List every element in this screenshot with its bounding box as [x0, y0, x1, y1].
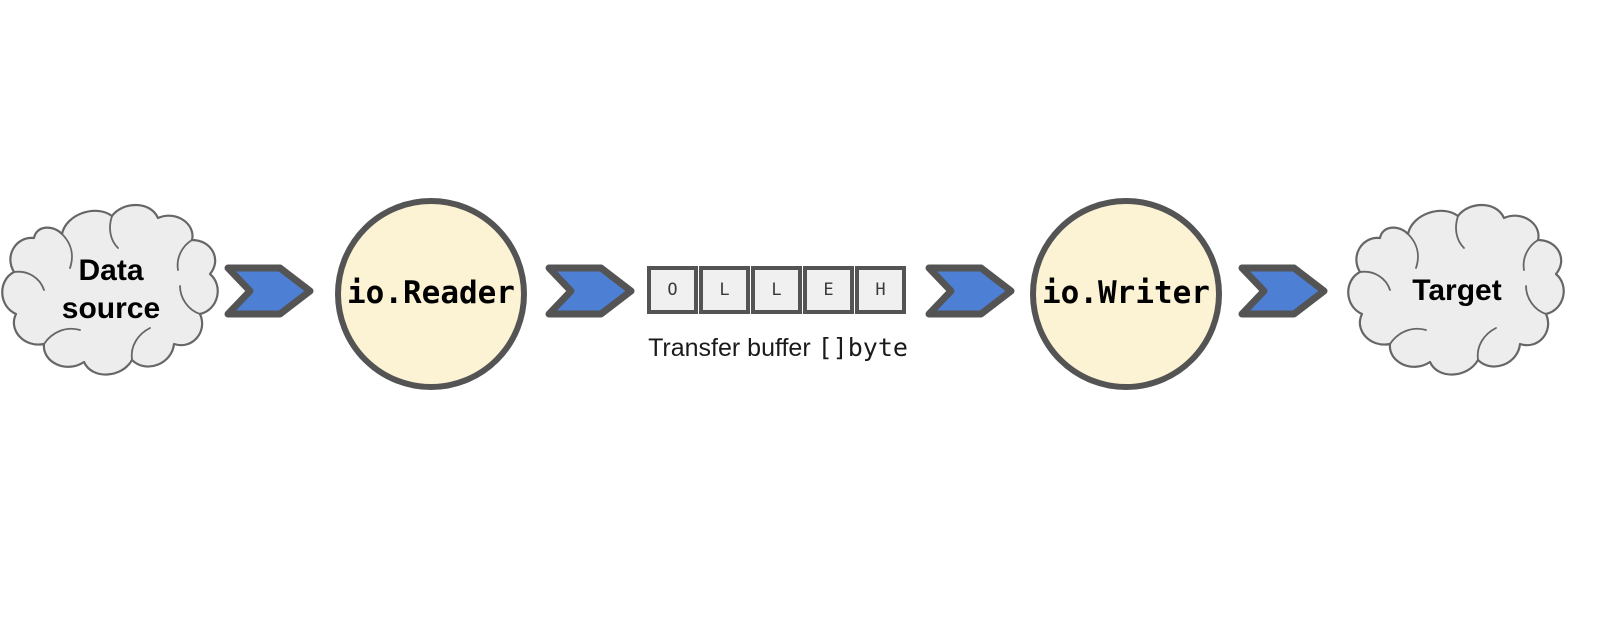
arrow-source-to-reader[interactable]	[224, 264, 314, 318]
node-io-reader[interactable]: io.Reader	[333, 196, 529, 392]
buffer-cell[interactable]: E	[803, 266, 854, 314]
buffer-cell-value: H	[875, 280, 886, 300]
node-io-writer[interactable]: io.Writer	[1028, 196, 1224, 392]
transfer-buffer-group: O L L E H Transfer buffer []byte	[647, 266, 909, 363]
cloud-icon	[1347, 204, 1565, 376]
buffer-caption-type: []byte	[817, 333, 908, 362]
cloud-icon	[1, 204, 219, 376]
buffer-cell[interactable]: L	[751, 266, 802, 314]
buffer-cell[interactable]: L	[699, 266, 750, 314]
chevron-arrow-icon	[224, 264, 314, 318]
buffer-cell-value: O	[667, 280, 678, 300]
circle-icon	[335, 198, 527, 390]
buffer-cell-value: L	[771, 280, 782, 300]
buffer-cell-value: E	[823, 280, 834, 300]
buffer-caption: Transfer buffer []byte	[647, 333, 909, 363]
chevron-arrow-icon	[545, 264, 635, 318]
arrow-writer-to-target[interactable]	[1238, 264, 1328, 318]
node-data-source[interactable]: Data source	[0, 198, 222, 384]
chevron-arrow-icon	[1238, 264, 1328, 318]
chevron-arrow-icon	[925, 264, 1015, 318]
buffer-cell[interactable]: H	[855, 266, 906, 314]
arrow-reader-to-buffer[interactable]	[545, 264, 635, 318]
node-target[interactable]: Target	[1346, 198, 1568, 384]
buffer-cell[interactable]: O	[647, 266, 698, 314]
buffer-cell-value: L	[719, 280, 730, 300]
buffer-caption-text: Transfer buffer	[648, 334, 818, 362]
buffer-cells: O L L E H	[647, 266, 909, 314]
circle-icon	[1030, 198, 1222, 390]
arrow-buffer-to-writer[interactable]	[925, 264, 1015, 318]
